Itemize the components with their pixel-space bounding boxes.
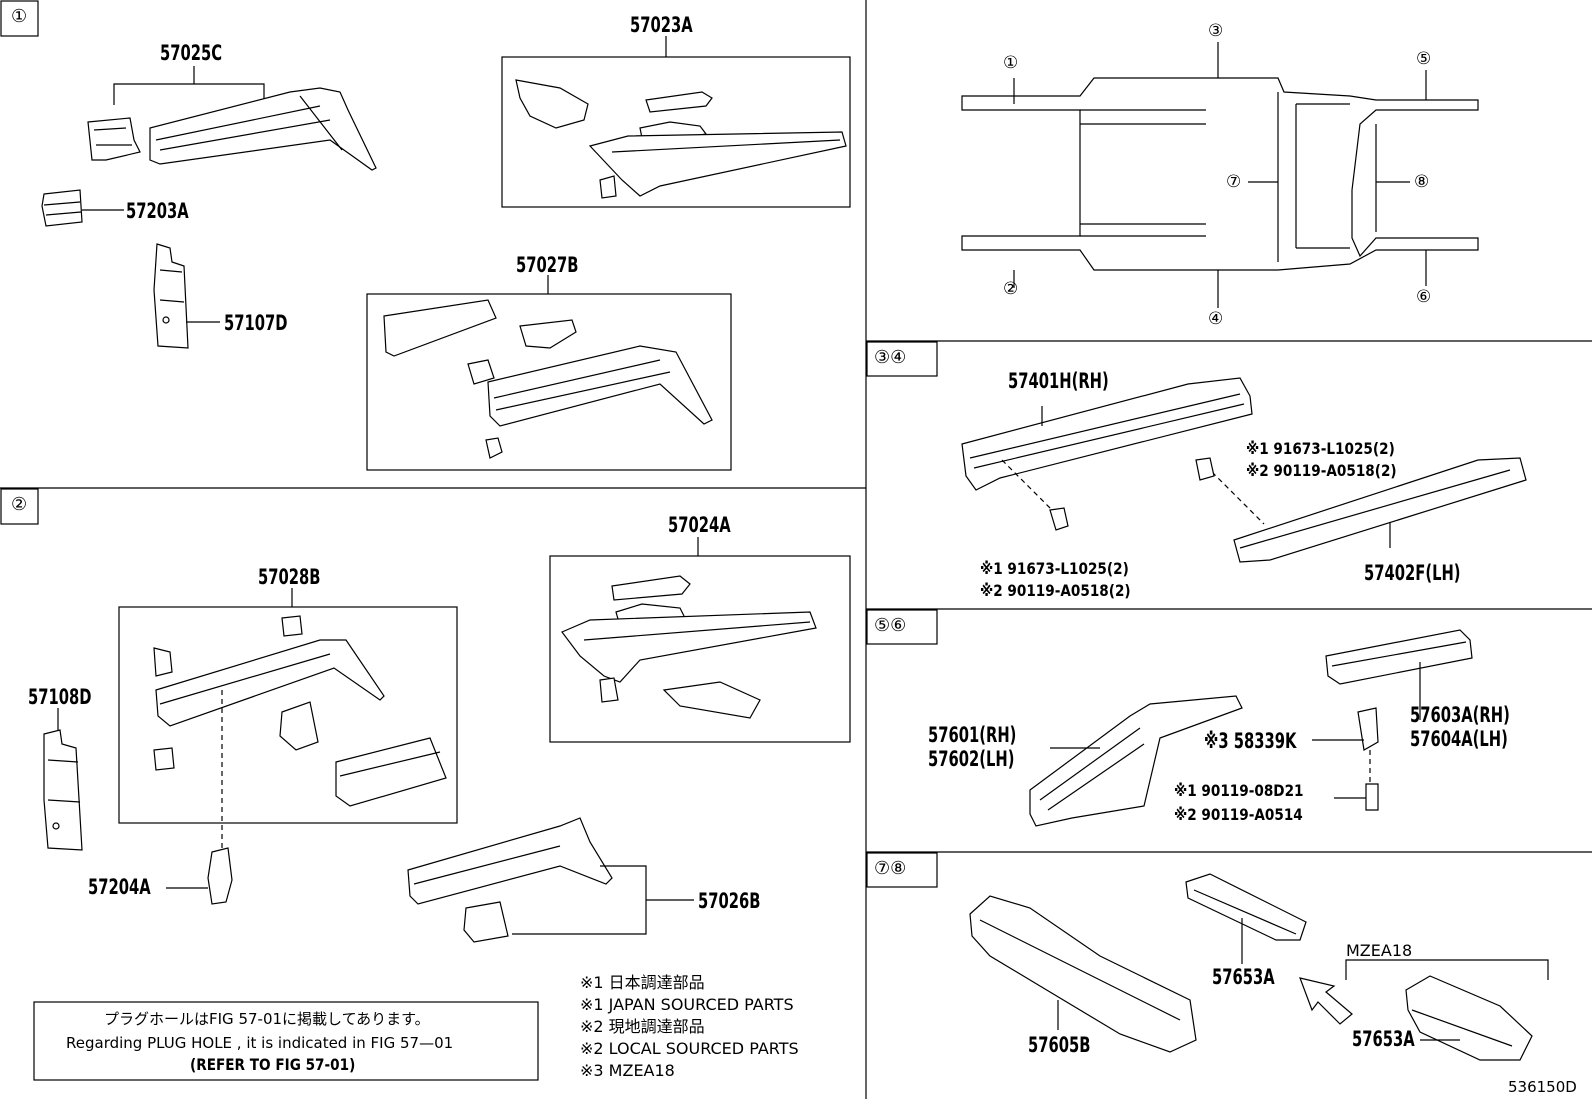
- part-57025c-drawing: [87, 66, 377, 171]
- overview-callout-6: ⑥: [1416, 287, 1432, 307]
- legend-line-5: ※3 MZEA18: [580, 1061, 675, 1080]
- part-57204a-drawing: [166, 847, 233, 905]
- fastener-label-2a: ※1 91673-L1025(2): [980, 559, 1129, 578]
- mzea18-label: MZEA18: [1346, 941, 1413, 960]
- part-57024a-drawing: [549, 537, 851, 743]
- part-57026b-drawing: [407, 817, 694, 943]
- overview-callout-5: ⑤: [1416, 49, 1432, 69]
- overview-callout-7: ⑦: [1226, 172, 1242, 192]
- part-label-58339k: ※3 58339K: [1204, 729, 1297, 753]
- fastener-label-3b: ※2 90119-A0514: [1174, 805, 1303, 824]
- part-57108d-drawing: [43, 708, 83, 851]
- overview-callout-8: ⑧: [1414, 172, 1430, 192]
- overview-callout-4: ④: [1208, 309, 1224, 329]
- part-label-57604a: 57604A(LH): [1410, 727, 1508, 751]
- part-57401h-drawing: [961, 377, 1253, 531]
- direction-arrow: [1299, 977, 1353, 1025]
- notice-line-en: Regarding PLUG HOLE , it is indicated in…: [66, 1034, 454, 1052]
- part-label-57028b: 57028B: [258, 565, 321, 589]
- part-57203a-drawing: [41, 189, 124, 227]
- part-label-57605b: 57605B: [1028, 1033, 1091, 1057]
- part-57601-drawing: [1029, 695, 1243, 827]
- overview-callout-3: ③: [1208, 21, 1224, 41]
- notice-line-jp: プラグホールはFIG 57-01に掲載してあります。: [104, 1010, 430, 1028]
- legend-line-4: ※2 LOCAL SOURCED PARTS: [580, 1039, 799, 1058]
- notice-box-frame: [33, 1001, 539, 1081]
- section-78-label: ⑦⑧: [874, 858, 907, 879]
- fastener-label-2b: ※2 90119-A0518(2): [980, 581, 1131, 600]
- section-2-label: ②: [11, 494, 28, 515]
- underbody-overview-drawing: [961, 42, 1479, 308]
- part-label-57108d: 57108D: [28, 685, 92, 709]
- section-34-label: ③④: [874, 347, 907, 368]
- part-57605b-drawing: [969, 895, 1197, 1053]
- notice-line-refer: (REFER TO FIG 57-01): [190, 1055, 356, 1074]
- fastener-label-3a: ※1 90119-08D21: [1174, 781, 1304, 800]
- fastener-label-1b: ※2 90119-A0518(2): [1246, 461, 1397, 480]
- part-label-57602: 57602(LH): [928, 747, 1015, 771]
- part-label-57653a-upper: 57653A: [1212, 965, 1275, 989]
- part-label-57653a-lower: 57653A: [1352, 1027, 1415, 1051]
- section-1-label: ①: [11, 6, 28, 27]
- figure-id: 536150D: [1508, 1078, 1577, 1096]
- section-56-label: ⑤⑥: [874, 615, 907, 636]
- part-label-57601: 57601(RH): [928, 723, 1017, 747]
- part-57027b-drawing: [366, 275, 732, 471]
- part-label-57402f: 57402F(LH): [1364, 561, 1461, 585]
- part-57653a-upper-drawing: [1185, 873, 1307, 964]
- part-label-57023a: 57023A: [630, 13, 693, 37]
- part-label-57027b: 57027B: [516, 253, 579, 277]
- legend-line-2: ※1 JAPAN SOURCED PARTS: [580, 995, 794, 1014]
- part-label-57203a: 57203A: [126, 199, 189, 223]
- part-57107d-drawing: [153, 243, 220, 349]
- part-57603a-drawing: [1325, 629, 1473, 720]
- fastener-label-1a: ※1 91673-L1025(2): [1246, 439, 1395, 458]
- overview-callout-2: ②: [1003, 279, 1019, 299]
- part-57653a-lower-drawing: [1345, 959, 1549, 1061]
- part-label-57204a: 57204A: [88, 875, 151, 899]
- part-label-57025c: 57025C: [160, 41, 223, 65]
- part-label-57026b: 57026B: [698, 889, 761, 913]
- part-57028b-drawing: [118, 588, 458, 850]
- legend-line-1: ※1 日本調達部品: [580, 973, 705, 992]
- part-label-57024a: 57024A: [668, 513, 731, 537]
- part-57023a-drawing: [501, 36, 851, 208]
- legend-line-3: ※2 現地調達部品: [580, 1017, 705, 1036]
- part-label-57107d: 57107D: [224, 311, 288, 335]
- part-58339k-drawing: [1312, 707, 1379, 811]
- part-label-57603a: 57603A(RH): [1410, 703, 1510, 727]
- part-label-57401h: 57401H(RH): [1008, 369, 1109, 393]
- section-boxes: [0, 0, 938, 888]
- overview-callout-1: ①: [1003, 53, 1019, 73]
- part-57402f-drawing: [1195, 457, 1527, 563]
